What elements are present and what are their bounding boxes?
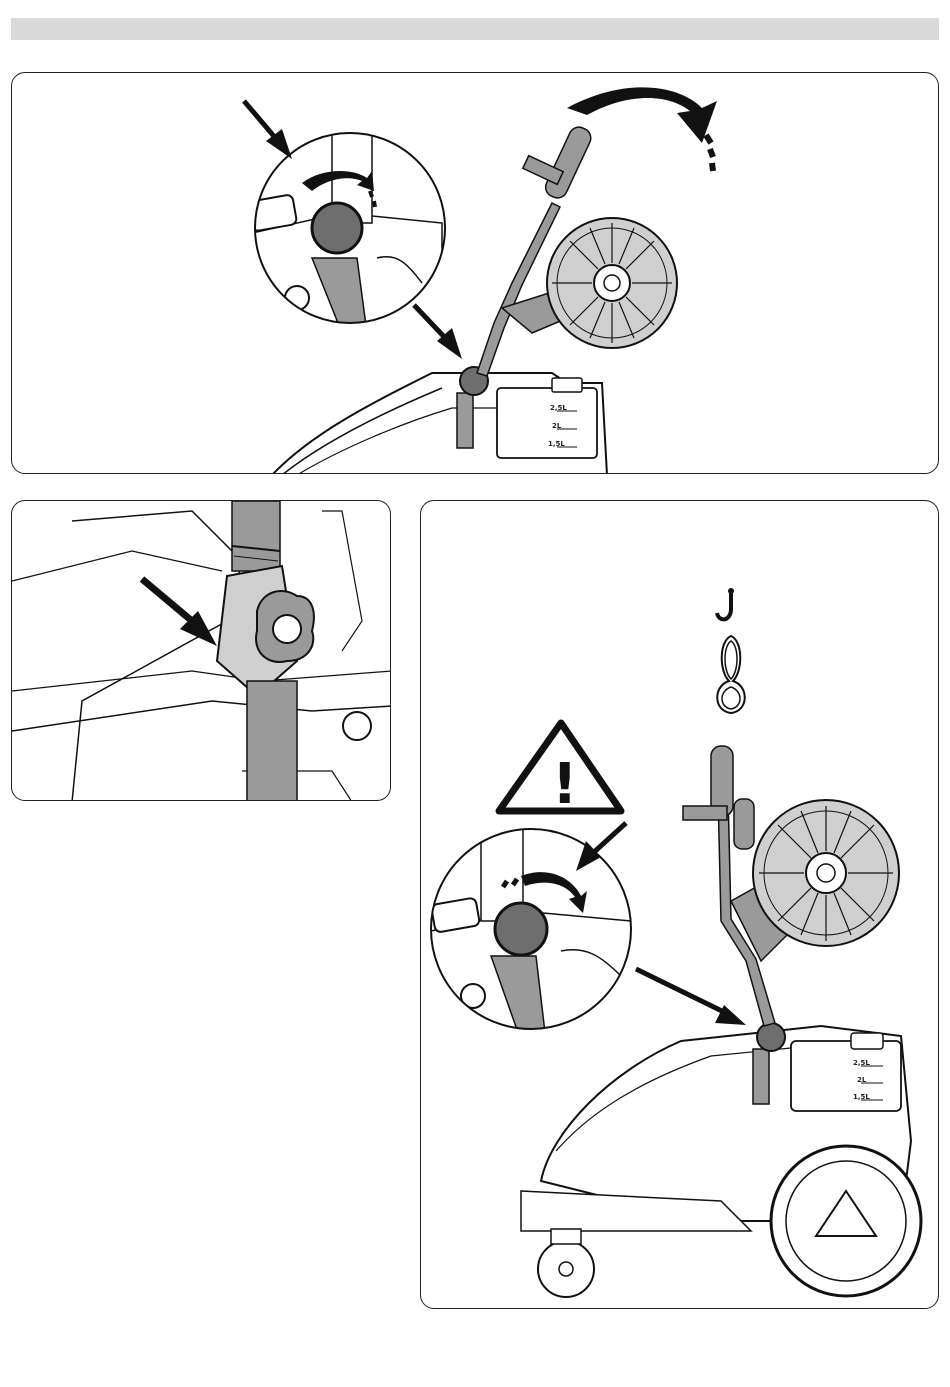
gauge-label-1: 2,5L xyxy=(550,404,567,412)
gauge-label-2: 2L xyxy=(857,1076,867,1084)
arrow-icon xyxy=(636,969,746,1025)
figure-panel-top: 2,5L 2L 1,5L xyxy=(11,72,939,474)
crane-hook-icon xyxy=(717,588,745,713)
detail-zoom-circle xyxy=(431,821,631,1041)
handle-grip xyxy=(542,124,594,201)
figure-top-illustration: 2,5L 2L 1,5L xyxy=(12,73,939,474)
figure-left-illustration xyxy=(12,501,391,801)
hose-reel xyxy=(547,218,677,348)
front-caster xyxy=(538,1229,594,1297)
knob-icon xyxy=(757,1023,785,1051)
warning-symbol: ! xyxy=(552,752,578,817)
gauge-label-1: 2,5L xyxy=(853,1059,870,1067)
tank-cap xyxy=(552,378,582,392)
hose-reel xyxy=(753,800,899,946)
gauge-label-2: 2L xyxy=(552,422,562,430)
figure-panel-right: ! 2,5L 2L 1,5L xyxy=(420,500,939,1309)
gauge-label-3: 1,5L xyxy=(548,440,565,448)
arrow-icon xyxy=(414,305,462,359)
tank-cap xyxy=(851,1033,883,1049)
rear-wheel xyxy=(771,1146,921,1296)
header-bar xyxy=(11,18,939,40)
gauge-label-3: 1,5L xyxy=(853,1093,870,1101)
warning-triangle-icon: ! xyxy=(499,723,621,817)
figure-panel-left xyxy=(11,500,391,801)
figure-right-illustration: ! 2,5L 2L 1,5L xyxy=(421,501,939,1309)
detail-zoom-circle xyxy=(248,123,445,333)
arrow-icon xyxy=(142,579,217,646)
arrow-icon xyxy=(244,101,292,159)
